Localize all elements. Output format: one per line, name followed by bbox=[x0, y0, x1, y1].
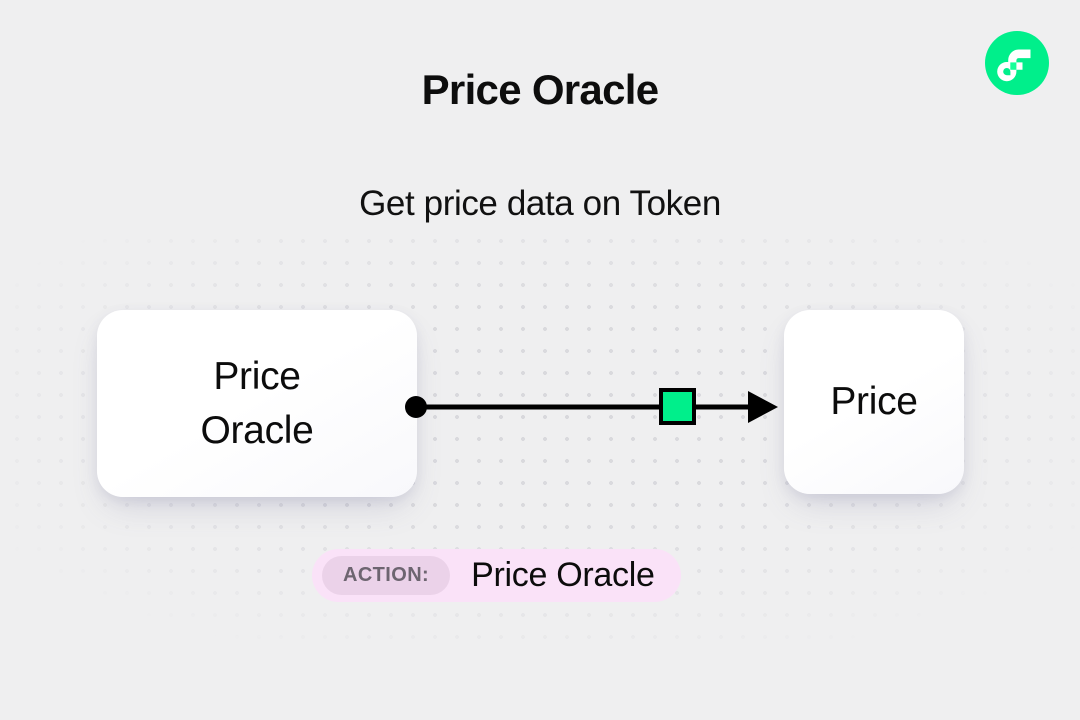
flow-logo bbox=[985, 31, 1049, 95]
action-badge-value: Price Oracle bbox=[471, 556, 655, 594]
connector-arrowhead bbox=[748, 391, 778, 423]
action-badge: ACTION: Price Oracle bbox=[312, 549, 681, 602]
node-card-source[interactable]: Price Oracle bbox=[97, 310, 417, 497]
node-target-label: Price bbox=[830, 380, 918, 423]
page-subtitle: Get price data on Token bbox=[359, 184, 721, 223]
action-badge-prefix: ACTION: bbox=[322, 556, 451, 595]
page-title: Price Oracle bbox=[421, 66, 659, 113]
token-marker[interactable] bbox=[659, 388, 696, 425]
node-source-label: Price Oracle bbox=[200, 354, 314, 452]
node-card-target[interactable]: Price bbox=[784, 310, 964, 494]
